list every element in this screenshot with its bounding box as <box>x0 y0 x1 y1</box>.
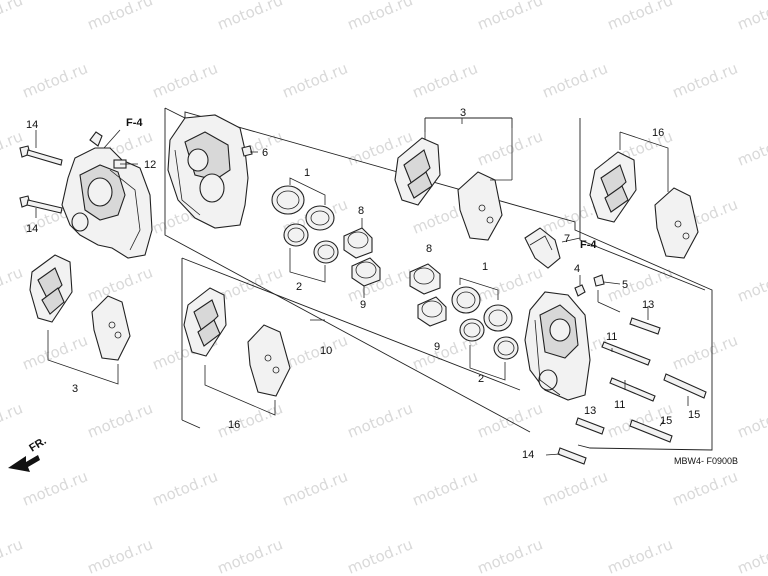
label-12: 12 <box>144 159 156 171</box>
bleeder-parts <box>574 274 605 297</box>
watermark-text: motod.ru <box>345 535 416 576</box>
right-top-pads <box>589 131 699 259</box>
watermark-text: motod.ru <box>670 331 741 373</box>
label-13-bottom: 13 <box>584 405 596 417</box>
watermark-text: motod.ru <box>345 0 416 34</box>
label-16-bottom: 16 <box>228 419 240 431</box>
watermark-text: motod.ru <box>410 467 481 509</box>
label-14-top-left: 14 <box>26 119 38 131</box>
center-top-pads <box>394 128 513 241</box>
label-6: 6 <box>262 147 268 159</box>
frame-right-pads <box>579 118 706 291</box>
part-labels: 14 14 F-4 12 3 3 16 16 6 1 2 8 9 10 7 F-… <box>26 107 700 461</box>
watermark-text: motod.ru <box>540 467 611 509</box>
frame-center <box>164 107 713 451</box>
label-2-bottom: 2 <box>478 373 484 385</box>
watermark-text: motod.ru <box>85 263 156 305</box>
left-pads <box>29 254 131 385</box>
label-3-left: 3 <box>72 383 78 395</box>
pistons-top <box>343 218 381 298</box>
watermark-text: motod.ru <box>215 0 286 34</box>
watermark-text: motod.ru <box>735 399 768 441</box>
label-9-top: 9 <box>360 299 366 311</box>
lower-pads <box>183 287 291 416</box>
watermark-text: motod.ru <box>215 535 286 576</box>
watermark-text: motod.ru <box>475 535 546 576</box>
leader-lines <box>35 118 689 456</box>
arrow-fr-icon <box>8 455 40 472</box>
label-13-top: 13 <box>642 299 654 311</box>
direction-arrow: FR. <box>8 435 49 472</box>
left-caliper <box>61 131 153 259</box>
pad-spring <box>524 227 561 269</box>
label-10: 10 <box>320 345 332 357</box>
watermark-text: motod.ru <box>0 263 25 305</box>
right-caliper <box>524 291 591 401</box>
watermark-text: motod.ru <box>670 59 741 101</box>
watermark-text: motod.ru <box>735 535 768 576</box>
watermark-text: motod.ru <box>280 59 351 101</box>
watermark-text: motod.ru <box>150 467 221 509</box>
watermark-text: motod.ru <box>605 0 676 34</box>
label-3-top: 3 <box>460 107 466 119</box>
right-bolts <box>557 317 707 465</box>
watermark-text: motod.ru <box>20 59 91 101</box>
watermark-text: motod.ru <box>0 399 25 441</box>
label-15-bottom: 15 <box>660 415 672 427</box>
label-8-bottom: 8 <box>426 243 432 255</box>
left-bolts <box>19 145 63 214</box>
label-f4-left: F-4 <box>126 117 143 129</box>
center-caliper <box>167 114 249 229</box>
seals-lower <box>451 277 519 381</box>
diagram-code: MBW4- F0900B <box>674 456 738 466</box>
watermark-text: motod.ru <box>670 467 741 509</box>
bleed-nut <box>241 145 253 157</box>
label-14-bottom: 14 <box>522 449 534 461</box>
label-5: 5 <box>622 279 628 291</box>
label-1-bottom: 1 <box>482 261 488 273</box>
watermark-text: motod.ru <box>20 467 91 509</box>
label-f4-right: F-4 <box>580 239 597 251</box>
frame-lower <box>181 257 521 429</box>
label-4: 4 <box>574 263 580 275</box>
watermark-text: motod.ru <box>605 535 676 576</box>
watermark-text: motod.ru <box>0 0 25 34</box>
watermark-text: motod.ru <box>345 399 416 441</box>
watermark-text: motod.ru <box>85 0 156 34</box>
watermark-text: motod.ru <box>475 399 546 441</box>
watermark-text: motod.ru <box>85 535 156 576</box>
watermark-text: motod.ru <box>150 59 221 101</box>
frame-pads-top <box>424 117 513 132</box>
watermark-text: motod.ru <box>280 467 351 509</box>
label-11-bottom: 11 <box>614 399 625 411</box>
label-2-top: 2 <box>296 281 302 293</box>
watermark-text: motod.ru <box>85 399 156 441</box>
watermark-text: motod.ru <box>475 127 546 169</box>
label-9-bottom: 9 <box>434 341 440 353</box>
label-11-top: 11 <box>606 331 617 343</box>
label-8-top: 8 <box>358 205 364 217</box>
watermark-text: motod.ru <box>735 263 768 305</box>
watermark-text: motod.ru <box>735 0 768 34</box>
label-14-left: 14 <box>26 223 38 235</box>
watermark-text: motod.ru <box>410 59 481 101</box>
watermark-text: motod.ru <box>540 59 611 101</box>
pistons-lower <box>409 263 447 327</box>
label-1-top: 1 <box>304 167 310 179</box>
label-7: 7 <box>564 233 570 245</box>
watermark-text: motod.ru <box>20 331 91 373</box>
watermark-text: motod.ru <box>475 0 546 34</box>
watermark-text: motod.ru <box>0 535 25 576</box>
label-16-top: 16 <box>652 127 664 139</box>
label-15-right: 15 <box>688 409 700 421</box>
seals-top <box>271 177 339 283</box>
watermark-text: motod.ru <box>735 127 768 169</box>
group-frames <box>164 107 713 451</box>
direction-label: FR. <box>27 435 48 455</box>
